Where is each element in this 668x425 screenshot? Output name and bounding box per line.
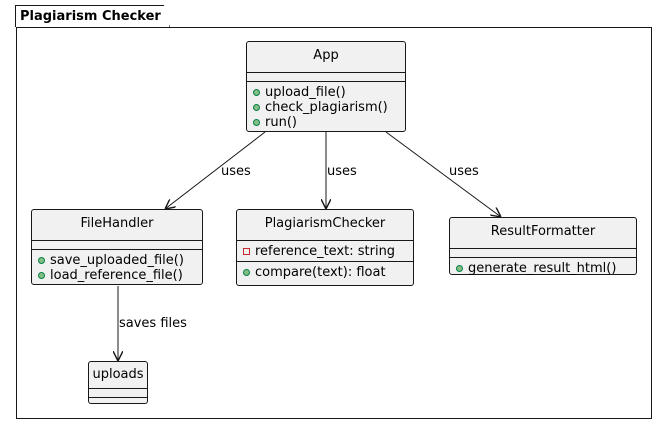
method-text: run() (265, 115, 297, 130)
relation-app-filehandler: uses (165, 131, 266, 209)
method-text: load_reference_file() (50, 268, 183, 283)
public-visibility-icon (253, 119, 260, 126)
attribute: reference_text: string (237, 244, 413, 259)
public-visibility-icon (243, 269, 250, 276)
attributes-section: reference_text: string (237, 241, 413, 262)
relation-filehandler-uploads: saves files (118, 286, 187, 361)
relation-app-resultformatter: uses (385, 131, 501, 217)
class-name: PlagiarismChecker (237, 210, 413, 241)
class-plagiarismchecker[interactable]: PlagiarismChecker reference_text: string… (236, 209, 414, 286)
class-uploads[interactable]: uploads (88, 361, 148, 404)
method-text: generate_result_html() (468, 261, 617, 276)
method: compare(text): float (237, 265, 413, 280)
method: save_uploaded_file() (32, 253, 202, 268)
class-name: App (247, 42, 405, 73)
class-filehandler[interactable]: FileHandler save_uploaded_file() load_re… (31, 209, 203, 285)
attributes-section (89, 389, 147, 398)
methods-section: save_uploaded_file() load_reference_file… (32, 250, 202, 285)
methods-section: generate_result_html() (450, 258, 636, 278)
relation-label: uses (449, 164, 479, 179)
public-visibility-icon (38, 257, 45, 264)
class-resultformatter[interactable]: ResultFormatter generate_result_html() (449, 217, 637, 278)
method: run() (247, 115, 405, 130)
method: upload_file() (247, 85, 405, 100)
private-visibility-icon (243, 248, 250, 255)
method-text: check_plagiarism() (265, 100, 388, 115)
relation-label: saves files (119, 316, 187, 331)
methods-section: compare(text): float (237, 262, 413, 282)
relation-label: uses (327, 164, 357, 179)
public-visibility-icon (456, 265, 463, 272)
method-text: save_uploaded_file() (50, 253, 184, 268)
method-text: compare(text): float (255, 265, 386, 280)
public-visibility-icon (253, 104, 260, 111)
method: generate_result_html() (450, 261, 636, 276)
public-visibility-icon (253, 89, 260, 96)
attributes-section (450, 249, 636, 258)
relation-app-plagiarismchecker: uses (326, 132, 357, 209)
attributes-section (32, 241, 202, 250)
method-text: upload_file() (265, 85, 346, 100)
method: check_plagiarism() (247, 100, 405, 115)
relation-label: uses (221, 164, 251, 179)
class-name: uploads (89, 362, 147, 389)
class-app[interactable]: App upload_file() check_plagiarism() run… (246, 41, 406, 132)
attributes-section (247, 73, 405, 82)
methods-section (89, 398, 147, 406)
class-name: FileHandler (32, 210, 202, 241)
methods-section: upload_file() check_plagiarism() run() (247, 82, 405, 132)
public-visibility-icon (38, 272, 45, 279)
package-title: Plagiarism Checker (15, 5, 170, 27)
attribute-text: reference_text: string (255, 244, 396, 259)
method: load_reference_file() (32, 268, 202, 283)
class-name: ResultFormatter (450, 218, 636, 249)
